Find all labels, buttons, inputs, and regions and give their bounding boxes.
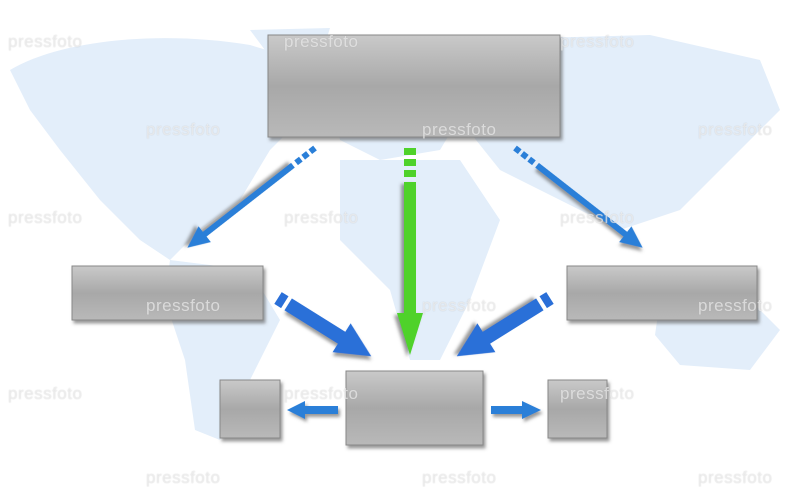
arrow-top-to-left (187, 145, 317, 248)
left-box (71, 265, 264, 321)
center-box (345, 370, 484, 446)
arrow-top-to-right (513, 145, 643, 248)
arrow-center-to-small-right (491, 401, 541, 419)
north-america (10, 38, 310, 260)
top-box (267, 34, 561, 138)
small-left-box (219, 379, 281, 439)
arrow-top-to-center (397, 148, 423, 355)
africa (340, 160, 500, 360)
arrow-center-to-small-left (287, 401, 338, 419)
small-right-box (547, 379, 608, 439)
arrow-left-to-center (274, 292, 372, 357)
arrow-right-to-center (456, 292, 554, 357)
right-box (566, 265, 758, 321)
